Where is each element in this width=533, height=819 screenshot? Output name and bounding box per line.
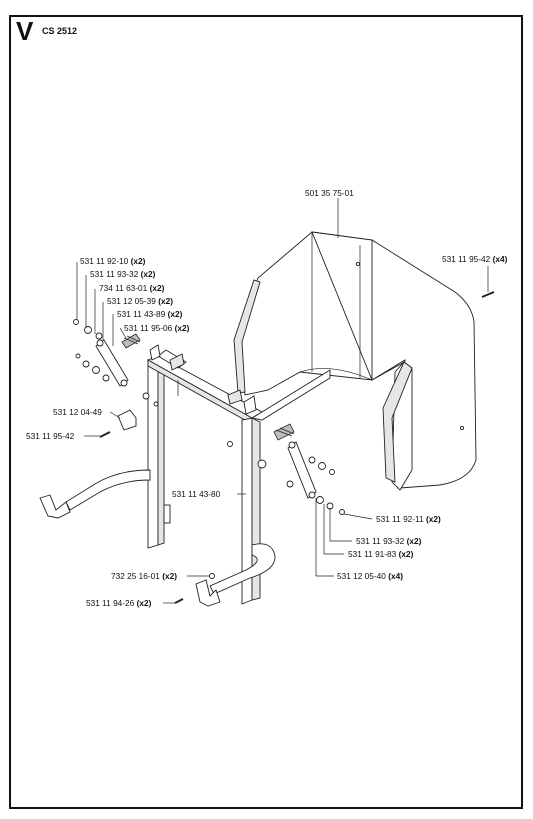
leader-lines [76, 198, 489, 604]
part-label: 531 11 95-06 (x2) [124, 323, 190, 333]
part-label: 531 11 43-89 (x2) [117, 309, 183, 319]
part-label: 531 11 95-42 [26, 431, 75, 441]
part-label: 531 11 92-11 (x2) [376, 514, 441, 524]
part-label: 531 11 95-42 (x4) [442, 254, 508, 264]
part-label: 531 11 92-10 (x2) [80, 256, 146, 266]
left-spring-assembly [73, 319, 159, 407]
part-label: 732 25 16-01 (x2) [111, 571, 177, 581]
part-label: 531 11 94-26 (x2) [86, 598, 152, 608]
part-label: 531 11 93-32 (x2) [90, 269, 156, 279]
fasteners [99, 291, 495, 604]
part-label: 531 12 05-39 (x2) [107, 296, 173, 306]
part-labels: 501 35 75-01 531 11 95-42 (x4) 531 11 92… [26, 188, 508, 608]
part-label: 531 12 04-49 [53, 407, 102, 417]
part-label: 531 12 05-40 (x4) [337, 571, 403, 581]
part-label: 531 11 91-83 (x2) [348, 549, 414, 559]
page-frame [9, 15, 523, 809]
section-letter: V [16, 16, 34, 46]
mounting-frame [39, 344, 331, 607]
part-label: 531 11 93-32 (x2) [356, 536, 422, 546]
part-label: 531 11 43-80 [172, 489, 221, 499]
collector-shield [233, 231, 477, 491]
part-label: 501 35 75-01 [305, 188, 354, 198]
part-label: 734 11 63-01 (x2) [99, 283, 165, 293]
model-label: CS 2512 [42, 26, 78, 36]
right-spring-assembly [273, 423, 345, 515]
